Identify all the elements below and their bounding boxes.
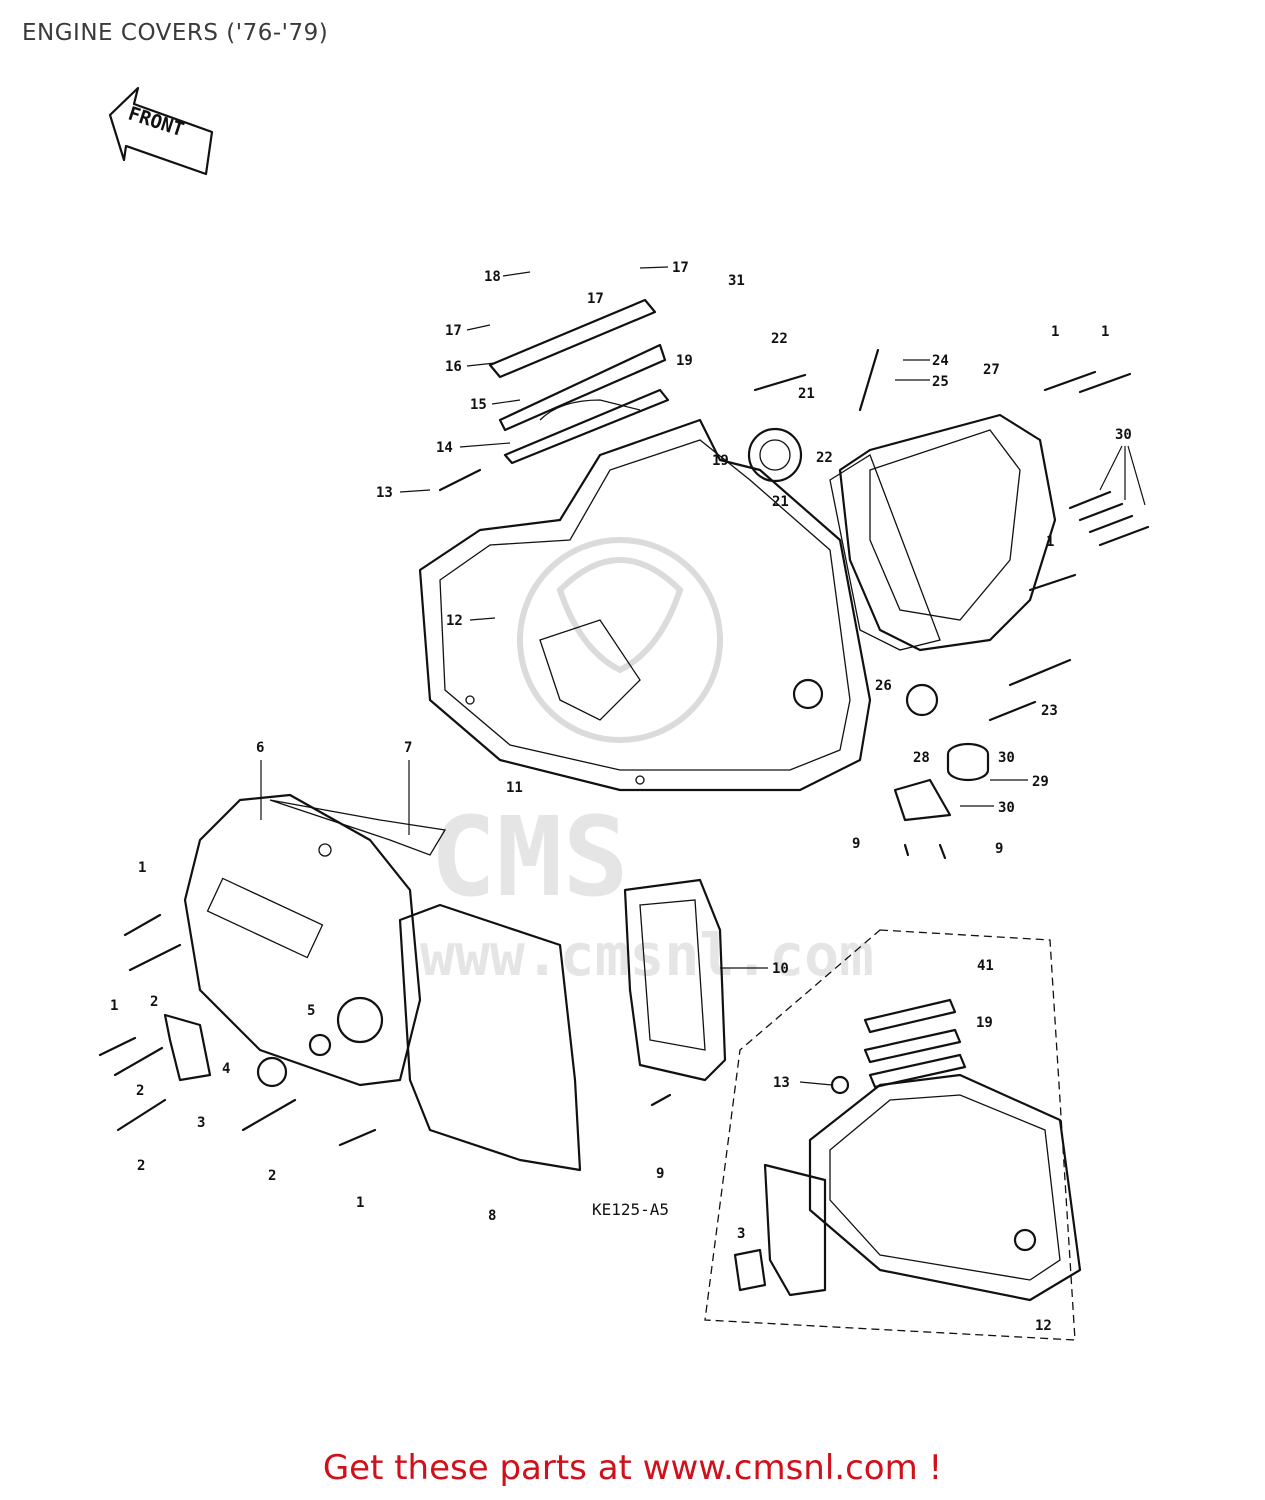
callout: 26 <box>875 678 892 694</box>
callout: 16 <box>445 359 462 375</box>
callout: 9 <box>995 841 1003 857</box>
callout: 27 <box>983 362 1000 378</box>
callout: 7 <box>404 740 412 756</box>
svg-text:CMS: CMS <box>430 793 629 921</box>
drawing-code: KE125-A5 <box>592 1200 669 1219</box>
callout: 2 <box>136 1083 144 1099</box>
callout: 30 <box>998 800 1015 816</box>
bracket-3-inset <box>733 1248 767 1292</box>
callout: 18 <box>484 269 501 285</box>
callout: 13 <box>773 1075 790 1091</box>
small-parts <box>163 427 990 1292</box>
callout: 17 <box>445 323 462 339</box>
callout: 1 <box>1101 324 1109 340</box>
callout: 1 <box>356 1195 364 1211</box>
callout: 12 <box>1035 1318 1052 1334</box>
callout: 6 <box>256 740 264 756</box>
callout: 19 <box>976 1015 993 1031</box>
bracket-3 <box>163 1013 212 1082</box>
bolts <box>98 348 1150 1147</box>
callout: 19 <box>712 453 729 469</box>
pump-cover-plates <box>488 298 670 465</box>
callout: 22 <box>816 450 833 466</box>
seal-27 <box>905 683 939 717</box>
plug-4 <box>256 1056 288 1088</box>
left-engine-cover <box>183 793 422 1087</box>
exploded-parts-diagram: CMS www.cmsnl.com FRONT <box>98 86 1150 1341</box>
callout: 9 <box>852 836 860 852</box>
callout: 1 <box>138 860 146 876</box>
callout: 23 <box>1041 703 1058 719</box>
callout: 17 <box>672 260 689 276</box>
callout: 21 <box>798 386 815 402</box>
callout: 4 <box>222 1061 230 1077</box>
callout: 2 <box>268 1168 276 1184</box>
callout: 1 <box>1051 324 1059 340</box>
callout: 13 <box>376 485 393 501</box>
nut-13 <box>830 1075 850 1095</box>
callout: 3 <box>737 1226 745 1242</box>
callout: 14 <box>436 440 453 456</box>
callout: 3 <box>197 1115 205 1131</box>
callout: 9 <box>656 1166 664 1182</box>
plate-29 <box>893 778 952 822</box>
inset-detail <box>704 929 1082 1341</box>
gasket <box>623 878 727 1082</box>
callout: 8 <box>488 1208 496 1224</box>
front-arrow-icon: FRONT <box>108 86 214 176</box>
callout: 1 <box>110 998 118 1014</box>
callout: 2 <box>137 1158 145 1174</box>
callout: 29 <box>1032 774 1049 790</box>
callout: 2 <box>150 994 158 1010</box>
sprocket-cover <box>269 799 582 1172</box>
callout: 30 <box>998 750 1015 766</box>
right-engine-cover <box>418 418 872 792</box>
callout: 12 <box>446 613 463 629</box>
callout: 28 <box>913 750 930 766</box>
callout: 5 <box>307 1003 315 1019</box>
svg-text:www.cmsnl.com: www.cmsnl.com <box>420 921 874 989</box>
callout: 19 <box>676 353 693 369</box>
cmsnl-watermark: CMS www.cmsnl.com <box>420 537 874 989</box>
callout-labels: 18 17 17 31 17 16 15 14 13 19 19 22 21 2… <box>110 260 1146 1334</box>
callout: 22 <box>771 331 788 347</box>
callout: 17 <box>587 291 604 307</box>
callout: 24 <box>932 353 949 369</box>
callout: 11 <box>506 780 523 796</box>
callout: 25 <box>932 374 949 390</box>
footer-link[interactable]: Get these parts at www.cmsnl.com ! <box>322 1448 943 1488</box>
callout: 21 <box>772 494 789 510</box>
callout: 10 <box>772 961 789 977</box>
callout: 30 <box>1115 427 1132 443</box>
bearing-28 <box>946 742 990 782</box>
oring-5 <box>308 1033 332 1057</box>
callout: 31 <box>728 273 745 289</box>
callout: 41 <box>977 958 994 974</box>
front-arrow-label: FRONT <box>125 103 186 142</box>
callout: 15 <box>470 397 487 413</box>
seal-20 <box>747 427 803 483</box>
page-title: ENGINE COVERS ('76-'79) <box>22 20 329 46</box>
callout: 1 <box>1046 534 1054 550</box>
inspection-cover <box>829 413 1057 652</box>
